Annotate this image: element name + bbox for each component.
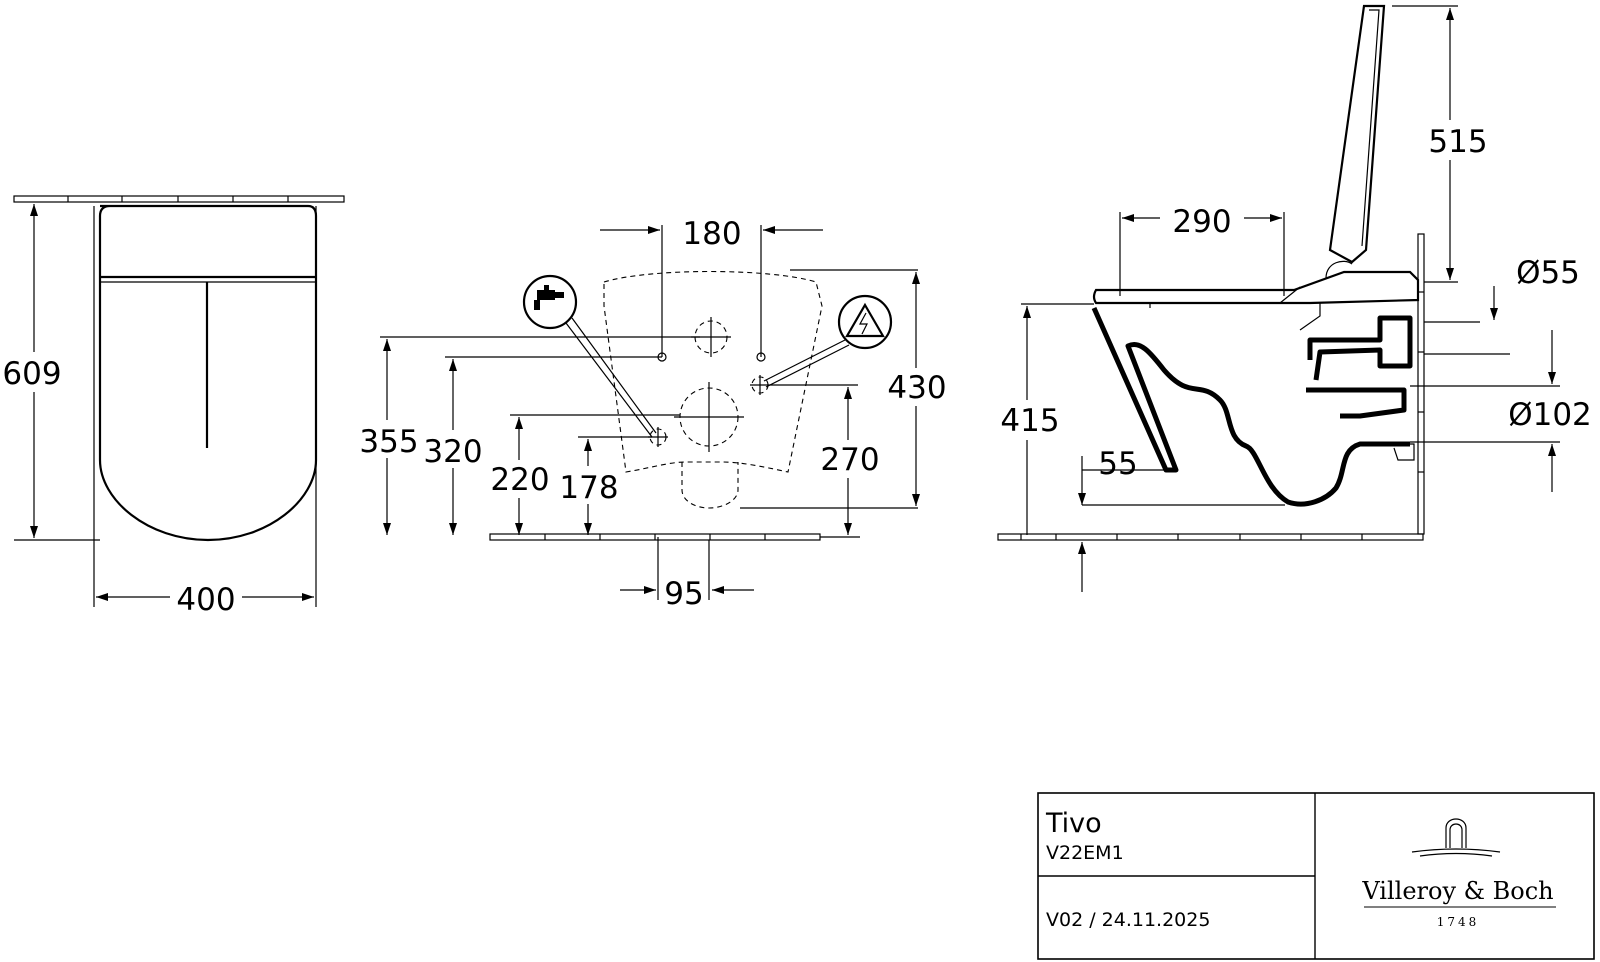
dim-320: 320 xyxy=(423,434,482,470)
brand-name: Villeroy & Boch xyxy=(1361,877,1553,905)
dim-515: 515 xyxy=(1428,124,1487,160)
brand-year: 1748 xyxy=(1437,915,1480,929)
version-date: V02 / 24.11.2025 xyxy=(1046,909,1210,931)
bowl-profile xyxy=(1091,306,1410,507)
bowl-front-dashed-outline xyxy=(603,270,823,473)
dim-609: 609 xyxy=(2,356,61,392)
wall-strip-side xyxy=(1417,233,1425,535)
dim-178: 178 xyxy=(559,470,618,506)
floor-strip-side xyxy=(997,533,1424,541)
dim-290: 290 xyxy=(1172,204,1231,240)
dim-400: 400 xyxy=(176,582,235,618)
water-tap-icon xyxy=(522,274,657,438)
dim-415: 415 xyxy=(1000,403,1059,439)
wall-strip-top xyxy=(13,195,345,203)
dim-55: 55 xyxy=(1098,446,1137,482)
product-code: V22EM1 xyxy=(1046,842,1124,864)
dim-270: 270 xyxy=(820,442,879,478)
dim-95: 95 xyxy=(664,576,703,612)
front-view: 180 355 320 220 178 270 430 xyxy=(356,216,956,612)
dim-dia-102: Ø102 xyxy=(1508,397,1592,433)
dim-180: 180 xyxy=(682,216,741,252)
top-view: 609 400 xyxy=(0,195,345,618)
side-view: 290 515 Ø55 Ø102 415 55 xyxy=(996,4,1592,592)
seat-side xyxy=(1092,270,1420,305)
raised-lid xyxy=(1328,4,1386,264)
dim-dia-55: Ø55 xyxy=(1516,255,1580,291)
villeroy-boch-logo-icon xyxy=(1411,818,1501,857)
title-block: Tivo V22EM1 V02 / 24.11.2025 Villeroy & … xyxy=(1037,792,1595,960)
floor-strip-front xyxy=(489,533,821,541)
dim-220: 220 xyxy=(490,462,549,498)
product-name: Tivo xyxy=(1045,808,1102,839)
electric-hazard-icon xyxy=(763,294,893,388)
dim-430: 430 xyxy=(887,370,946,406)
dim-355: 355 xyxy=(359,424,418,460)
